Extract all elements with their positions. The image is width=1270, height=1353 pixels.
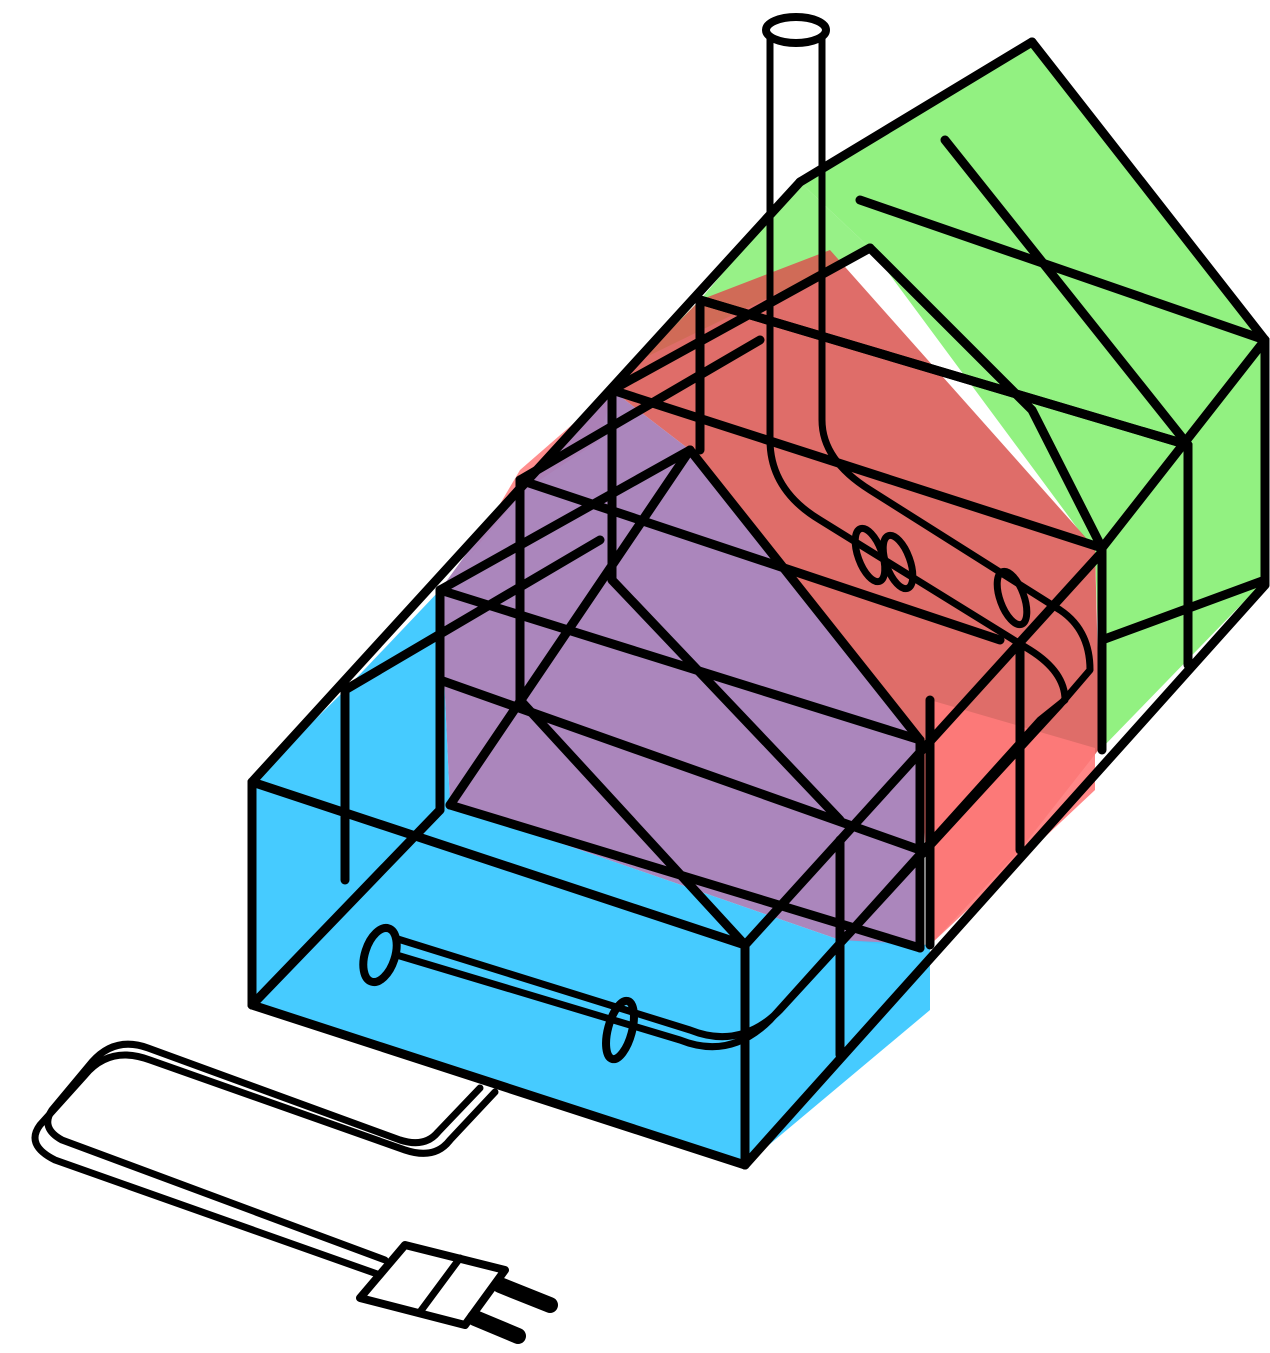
inner-ridge xyxy=(607,243,875,395)
vent-pipe xyxy=(359,13,1094,1064)
red-lower-zone xyxy=(930,700,1095,945)
pipe-coupling-lower xyxy=(602,996,638,1064)
pipe-coupling-upper-3 xyxy=(993,567,1031,629)
roof-truss-a xyxy=(515,335,765,485)
pipe-inlet-opening xyxy=(359,923,401,987)
front-floor-diagonal xyxy=(247,805,445,1010)
gable-left-slope xyxy=(865,243,1107,553)
right-bottom-edge xyxy=(740,580,1270,1170)
zone-fills xyxy=(252,42,1265,1165)
roof-long-1 xyxy=(607,385,1107,553)
inner-gable-right xyxy=(685,445,925,745)
inner-gable-left xyxy=(445,445,695,810)
pipe-riser-outer xyxy=(376,26,1069,1051)
front-top-edge xyxy=(247,777,750,950)
inner-diagonal-2 xyxy=(607,575,845,825)
cord-inner xyxy=(44,1040,484,1264)
plug-prong-top xyxy=(492,1277,558,1313)
pipe-riser-inner xyxy=(381,26,1094,1041)
plug-divider xyxy=(416,1254,464,1316)
roof-cross-2 xyxy=(855,195,1270,345)
right-roof-slope xyxy=(1027,37,1270,345)
front-bottom-edge xyxy=(247,1000,750,1170)
roof-truss-c xyxy=(340,535,605,695)
plug-prong-bottom xyxy=(467,1310,526,1344)
two-prong-plug xyxy=(356,1241,558,1344)
blue-cold-zone xyxy=(252,590,930,1165)
plug-body xyxy=(356,1241,509,1329)
pipe-coupling-upper-2 xyxy=(879,531,917,593)
inner-diagonal xyxy=(515,695,750,950)
gable-mid-horizontal xyxy=(1097,575,1270,645)
pipe-top-opening xyxy=(762,13,830,47)
roof-truss-b xyxy=(435,445,695,595)
cord-outer xyxy=(31,1051,499,1279)
roof-long-2 xyxy=(515,475,1005,645)
roof-long-4 xyxy=(695,295,1193,450)
roof-cross-1 xyxy=(940,135,1193,450)
building-wireframe xyxy=(247,37,1270,1170)
ridge-line xyxy=(795,37,1037,187)
power-cord xyxy=(31,1040,499,1279)
